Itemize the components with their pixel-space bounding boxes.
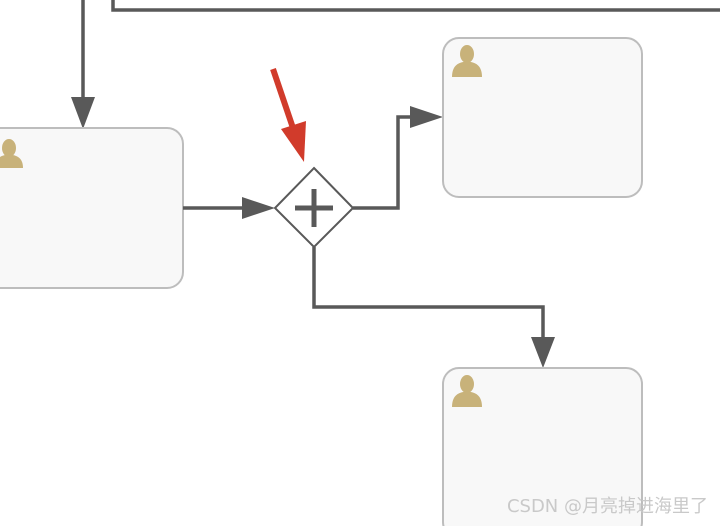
flow-line-top <box>111 0 720 12</box>
flow-gateway-to-lower-task <box>312 247 555 368</box>
plus-icon <box>295 189 333 227</box>
task-left[interactable] <box>0 127 184 289</box>
user-icon <box>452 375 482 407</box>
incoming-flow-top <box>71 0 95 129</box>
arrowhead-icon <box>531 337 555 368</box>
arrowhead-icon <box>242 197 275 219</box>
user-icon <box>452 45 482 77</box>
red-arrow-icon <box>270 68 306 162</box>
arrowhead-icon <box>410 106 443 128</box>
flow-gateway-to-upper-task <box>353 106 443 210</box>
task-upper-right[interactable] <box>442 37 643 198</box>
task-lower-right[interactable] <box>442 367 643 526</box>
parallel-gateway[interactable] <box>273 166 355 249</box>
flow-task-to-gateway <box>183 197 275 219</box>
arrowhead-icon <box>71 97 95 129</box>
user-icon <box>0 139 23 168</box>
watermark-text: CSDN @月亮掉进海里了 <box>506 496 708 517</box>
